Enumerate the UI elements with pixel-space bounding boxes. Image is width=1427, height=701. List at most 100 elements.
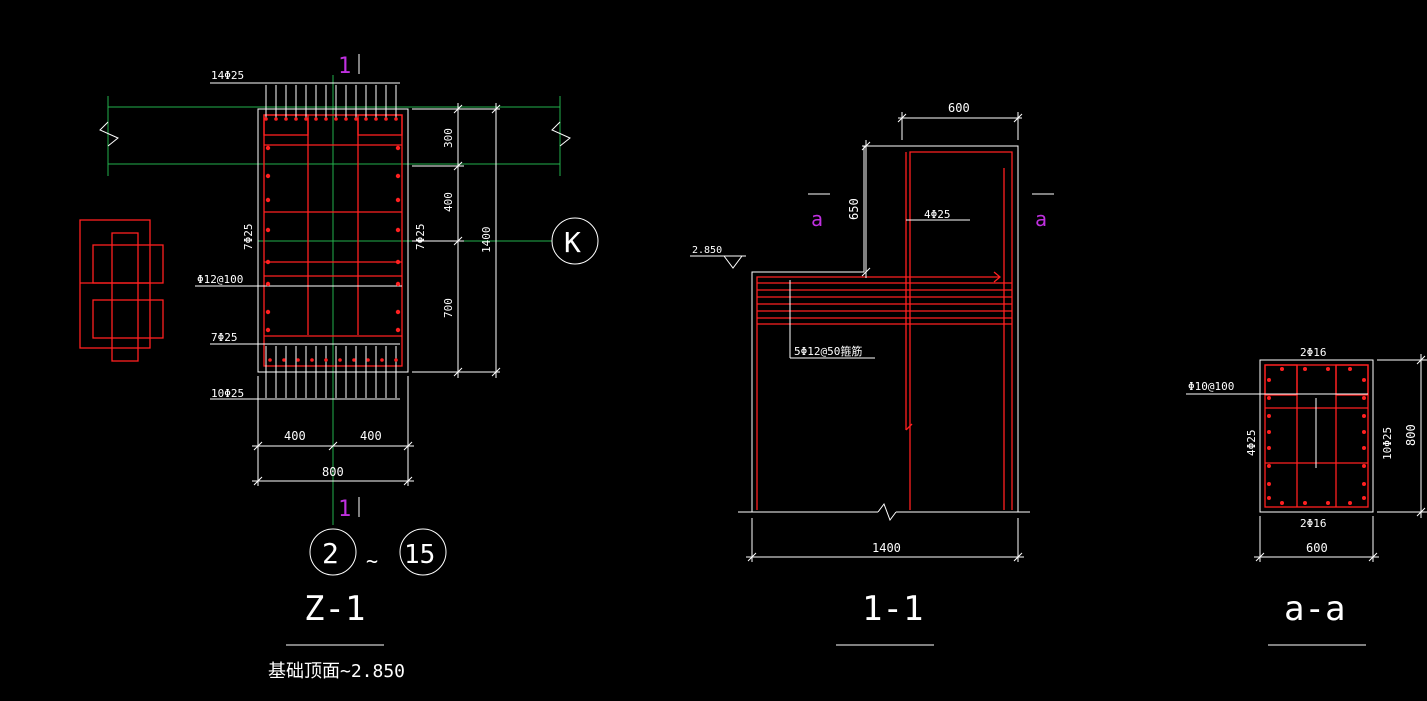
- z1-rebar-dots: [265, 145, 401, 333]
- rebar-dot: [304, 117, 308, 121]
- rebar-dot: [380, 358, 384, 362]
- rebar-dot: [268, 358, 272, 362]
- rebar-dot: [1267, 496, 1271, 500]
- rebar-dot: [265, 259, 271, 265]
- z1-title: Z-1: [304, 589, 365, 629]
- rebar-dot: [265, 309, 271, 315]
- s11-section: 4Φ25 5Φ12@50箍筋 2.850 600 650 1400 a a 1-…: [690, 101, 1054, 646]
- rebar-dot: [344, 117, 348, 121]
- rebar-dot: [264, 117, 268, 121]
- dim-400-left: 400: [284, 429, 306, 443]
- saa-left-bars: 4Φ25: [1245, 430, 1258, 457]
- saa-stirrup: Φ10@100: [1188, 380, 1234, 393]
- level-triangle: [723, 255, 743, 269]
- rebar-dot: [1267, 482, 1271, 486]
- rebar-dot: [395, 173, 401, 179]
- rebar-dot: [1348, 367, 1352, 371]
- saa-top-bars: 2Φ16: [1300, 346, 1327, 359]
- s11-rebar-slab: [756, 276, 1000, 510]
- axis-bubble-k: [551, 217, 599, 265]
- section-mark-bottom: 1: [338, 497, 351, 522]
- saa-section: 2Φ16 2Φ16 Φ10@100 4Φ25 10Φ25 600 800 a-a: [1186, 346, 1427, 646]
- bottom-bars-label: 10Φ25: [211, 387, 244, 400]
- rebar-dot: [395, 309, 401, 315]
- break-symbol-right: [551, 121, 571, 147]
- s11-dim-650: 650: [847, 198, 861, 220]
- rebar-dot: [338, 358, 342, 362]
- rebar-dot: [1362, 482, 1366, 486]
- s11-dim-1400: 1400: [872, 541, 901, 555]
- rebar-dot: [1267, 464, 1271, 468]
- rebar-dot: [1303, 367, 1307, 371]
- stirrup-label: Φ12@100: [197, 273, 243, 286]
- rebar-dot: [1267, 396, 1271, 400]
- rebar-dot: [1362, 446, 1366, 450]
- rebar-dot: [1362, 396, 1366, 400]
- z1-subtitle: 基础顶面~2.850: [268, 661, 405, 682]
- dim-400-right: 400: [360, 429, 382, 443]
- rebar-dot: [265, 197, 271, 203]
- rebar-dot: [265, 281, 271, 287]
- rebar-dot: [265, 173, 271, 179]
- axis-15-label: 15: [404, 540, 435, 570]
- rebar-dot: [265, 227, 271, 233]
- s11-title: 1-1: [862, 589, 923, 629]
- section-mark-top: 1: [338, 54, 351, 79]
- rebar-dot: [384, 117, 388, 121]
- rebar-dot: [394, 117, 398, 121]
- rebar-dot: [374, 117, 378, 121]
- rebar-cage-outer: [263, 114, 403, 367]
- rebar-dot: [1326, 367, 1330, 371]
- s11-arrow: [993, 271, 1002, 283]
- rebar-sketch: [79, 219, 164, 362]
- rebar-dot: [310, 358, 314, 362]
- level-label: 2.850: [692, 245, 722, 256]
- dim-1400: 1400: [480, 227, 493, 254]
- rebar-dot: [366, 358, 370, 362]
- rebar-dot: [395, 227, 401, 233]
- s11-outline: [751, 145, 1019, 512]
- z1-column-section: 14Φ25 7Φ25 10Φ25 Φ12@100 7Φ25 7Φ25 300 4…: [99, 54, 599, 682]
- rebar-dot: [265, 145, 271, 151]
- z1-bottom-ticks: [265, 346, 398, 398]
- rebar-dot: [352, 358, 356, 362]
- rebar-dot: [1280, 367, 1284, 371]
- side-bars-right-label: 7Φ25: [414, 224, 427, 251]
- rebar-dot: [395, 145, 401, 151]
- saa-right-bars: 10Φ25: [1381, 427, 1394, 460]
- rebar-dot: [394, 358, 398, 362]
- rebar-dot: [395, 327, 401, 333]
- rebar-dot: [1267, 378, 1271, 382]
- s11-hoops: [757, 282, 1012, 325]
- rebar-dot: [1267, 430, 1271, 434]
- dim-300: 300: [442, 128, 455, 148]
- rebar-dot: [314, 117, 318, 121]
- axis-2-label: 2: [322, 537, 339, 570]
- s11-mark-a-right: a: [1035, 207, 1047, 231]
- s11-dim-600: 600: [948, 101, 970, 115]
- rebar-dot: [1362, 464, 1366, 468]
- rebar-dot: [296, 358, 300, 362]
- rebar-dot: [284, 117, 288, 121]
- dim-800: 800: [322, 465, 344, 479]
- s11-mark-a-left: a: [811, 207, 823, 231]
- axis-k-label: K: [564, 226, 581, 259]
- rebar-dot: [364, 117, 368, 121]
- rebar-dot: [1362, 378, 1366, 382]
- dim-400: 400: [442, 192, 455, 212]
- column-outline: [257, 108, 409, 373]
- rebar-dot: [282, 358, 286, 362]
- break-symbol-left: [99, 121, 119, 147]
- saa-title: a-a: [1284, 589, 1345, 629]
- saa-outline: [1259, 359, 1374, 513]
- rebar-dot: [1280, 501, 1284, 505]
- rebar-dot: [1362, 496, 1366, 500]
- z1-top-ticks: [264, 85, 398, 121]
- rebar-dot: [1362, 414, 1366, 418]
- dim-700: 700: [442, 298, 455, 318]
- axis-bubble-15: [399, 528, 447, 576]
- rebar-dot: [334, 117, 338, 121]
- s11-base-break: [877, 502, 897, 522]
- side-bars-left-label: 7Φ25: [242, 224, 255, 251]
- rebar-dot: [1267, 446, 1271, 450]
